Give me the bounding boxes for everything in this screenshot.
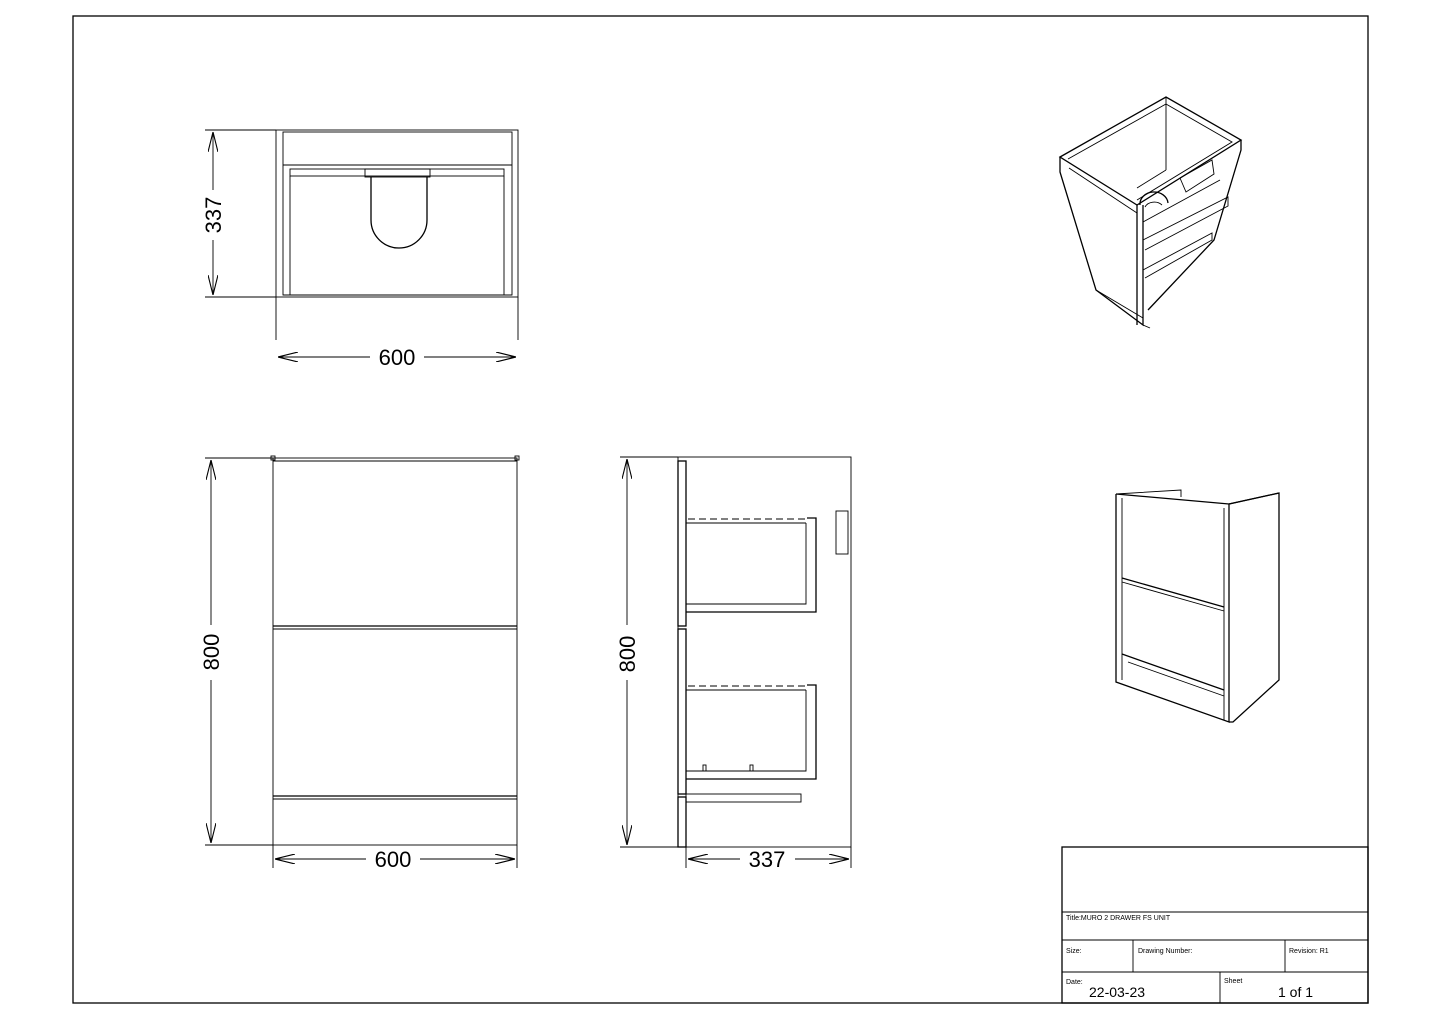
isometric-closed-view xyxy=(1115,489,1280,723)
front-width-dimension: 600 xyxy=(272,845,518,872)
date-label: Date: xyxy=(1066,979,1083,986)
top-width-label: 600 xyxy=(379,345,416,370)
top-depth-dimension: 337 xyxy=(201,129,276,298)
top-width-dimension: 600 xyxy=(278,345,516,370)
top-view xyxy=(275,129,519,340)
side-depth-label: 337 xyxy=(749,847,786,872)
front-height-label: 800 xyxy=(199,634,224,671)
side-height-dimension: 800 xyxy=(615,456,678,848)
drawing-title: Title:MURO 2 DRAWER FS UNIT xyxy=(1066,915,1171,922)
isometric-open-view xyxy=(1058,96,1243,329)
drawing-number-label: Drawing Number: xyxy=(1138,948,1193,955)
top-depth-label: 337 xyxy=(201,197,226,234)
front-width-label: 600 xyxy=(375,847,412,872)
front-height-dimension: 800 xyxy=(199,457,273,846)
size-label: Size: xyxy=(1066,948,1082,955)
sheet-border xyxy=(72,15,1369,1004)
side-view xyxy=(677,456,852,848)
side-height-label: 800 xyxy=(615,636,640,673)
title-block: Title:MURO 2 DRAWER FS UNIT Size: Drawin… xyxy=(1061,846,1369,1004)
sheet-label: Sheet xyxy=(1224,978,1242,985)
side-depth-dimension: 337 xyxy=(685,847,852,872)
date-value: 22-03-23 xyxy=(1089,984,1145,1000)
revision-label: Revision: R1 xyxy=(1289,948,1329,955)
front-view xyxy=(270,455,520,846)
sheet-value: 1 of 1 xyxy=(1278,984,1313,1000)
